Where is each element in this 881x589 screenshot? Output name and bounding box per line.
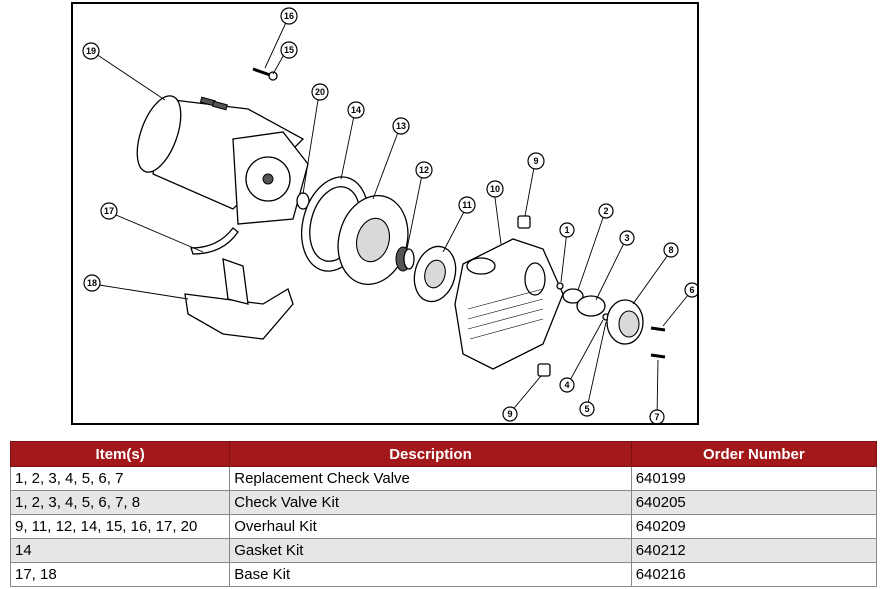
callout-12: 12	[415, 161, 433, 179]
callout-9-bottom: 9	[502, 406, 518, 422]
callout-16: 16	[280, 7, 298, 25]
table-row: 14 Gasket Kit 640212	[9, 538, 878, 563]
cell-order-number: 640216	[630, 562, 878, 587]
svg-text:19: 19	[86, 46, 96, 56]
svg-text:18: 18	[87, 278, 97, 288]
callout-20: 20	[311, 83, 329, 101]
cell-description: Check Valve Kit	[229, 490, 632, 515]
callout-5: 5	[579, 401, 595, 417]
cell-order-number: 640205	[630, 490, 878, 515]
valve-ball-part	[556, 282, 564, 290]
callout-14: 14	[347, 101, 365, 119]
table-row: 9, 11, 12, 14, 15, 16, 17, 20 Overhaul K…	[9, 514, 878, 539]
callout-9-top: 9	[527, 152, 545, 170]
cell-items: 17, 18	[9, 562, 231, 587]
exploded-parts-diagram: 16 15 19 20 14 13 12 9 10 11 17 18 1 2 3…	[71, 2, 699, 425]
callout-6: 6	[684, 282, 697, 298]
callout-17: 17	[100, 202, 118, 220]
svg-text:9: 9	[507, 409, 512, 419]
diagram-drawing: 16 15 19 20 14 13 12 9 10 11 17 18 1 2 3…	[82, 7, 697, 423]
svg-text:17: 17	[104, 206, 114, 216]
callout-19: 19	[82, 42, 100, 60]
column-header-description: Description	[229, 441, 632, 467]
plug-part-lower	[537, 363, 551, 377]
svg-text:7: 7	[654, 412, 659, 422]
cell-order-number: 640199	[630, 466, 878, 491]
check-valve-body-part	[606, 299, 644, 345]
callout-18: 18	[83, 274, 101, 292]
svg-text:12: 12	[419, 165, 429, 175]
callout-15: 15	[280, 41, 298, 59]
svg-text:20: 20	[315, 87, 325, 97]
svg-text:10: 10	[490, 184, 500, 194]
callout-1: 1	[559, 222, 575, 238]
seal-part	[395, 246, 415, 272]
table-row: 17, 18 Base Kit 640216	[9, 562, 878, 587]
callout-10: 10	[486, 180, 504, 198]
cell-items: 1, 2, 3, 4, 5, 6, 7	[9, 466, 231, 491]
base-part	[184, 258, 294, 340]
table-header-row: Item(s) Description Order Number	[9, 441, 878, 467]
parts-order-table: Item(s) Description Order Number 1, 2, 3…	[9, 441, 878, 587]
callout-2: 2	[598, 203, 614, 219]
svg-text:4: 4	[564, 380, 569, 390]
table-row: 1, 2, 3, 4, 5, 6, 7, 8 Check Valve Kit 6…	[9, 490, 878, 515]
svg-text:11: 11	[462, 200, 472, 210]
cell-description: Base Kit	[229, 562, 632, 587]
cell-description: Replacement Check Valve	[229, 466, 632, 491]
cell-order-number: 640212	[630, 538, 878, 563]
svg-text:9: 9	[533, 156, 538, 166]
column-header-order-number: Order Number	[630, 441, 878, 467]
svg-text:15: 15	[284, 45, 294, 55]
cell-items: 14	[9, 538, 231, 563]
column-header-items: Item(s)	[9, 441, 231, 467]
motor-part	[136, 95, 309, 225]
callout-3: 3	[619, 230, 635, 246]
callout-7: 7	[649, 409, 665, 423]
valve-gasket-part	[576, 295, 606, 317]
valve-disk-part	[562, 288, 584, 304]
pump-housing-part	[454, 238, 564, 370]
svg-text:13: 13	[396, 121, 406, 131]
cell-description: Overhaul Kit	[229, 514, 632, 539]
leader-lines	[92, 15, 693, 418]
seal-plate-part	[337, 195, 409, 285]
svg-text:3: 3	[624, 233, 629, 243]
callout-13: 13	[392, 117, 410, 135]
svg-text:6: 6	[689, 285, 694, 295]
svg-text:14: 14	[351, 105, 361, 115]
plug-part	[517, 215, 531, 229]
svg-text:16: 16	[284, 11, 294, 21]
impeller-part	[413, 245, 457, 303]
coupling-insert-part	[190, 227, 239, 255]
cell-order-number: 640209	[630, 514, 878, 539]
table-row: 1, 2, 3, 4, 5, 6, 7 Replacement Check Va…	[9, 466, 878, 491]
bolt-part	[252, 67, 278, 81]
svg-text:8: 8	[668, 245, 673, 255]
callout-11: 11	[458, 196, 476, 214]
svg-text:5: 5	[584, 404, 589, 414]
cell-items: 9, 11, 12, 14, 15, 16, 17, 20	[9, 514, 231, 539]
cell-description: Gasket Kit	[229, 538, 632, 563]
screw-part	[650, 326, 666, 359]
svg-text:1: 1	[564, 225, 569, 235]
svg-text:2: 2	[603, 206, 608, 216]
callout-4: 4	[559, 377, 575, 393]
cell-items: 1, 2, 3, 4, 5, 6, 7, 8	[9, 490, 231, 515]
callout-8: 8	[663, 242, 679, 258]
